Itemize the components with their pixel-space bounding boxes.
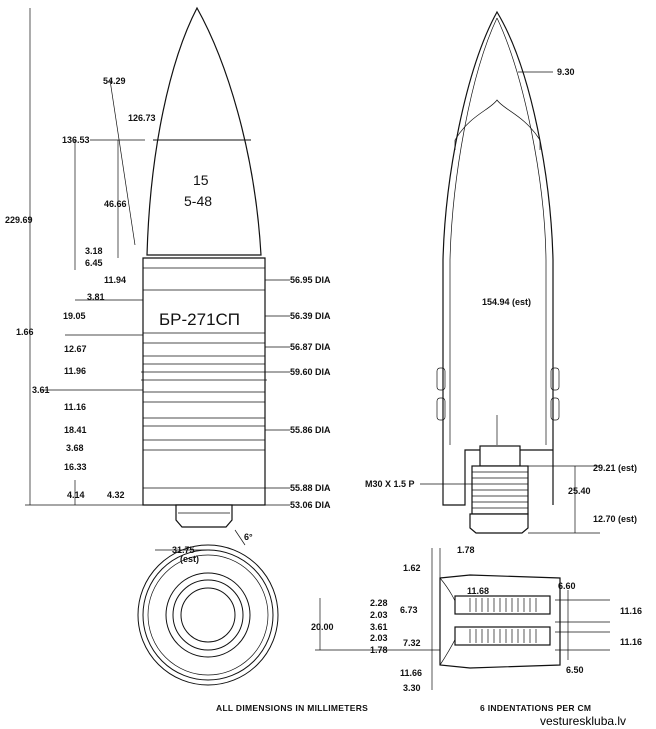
detail-11-16-bottom: 11.16 xyxy=(620,637,642,647)
thread-spec: M30 X 1.5 P xyxy=(365,479,415,489)
dim-4-32: 4.32 xyxy=(107,490,125,500)
detail-1-78-top: 1.78 xyxy=(457,545,475,555)
detail-6-60: 6.60 xyxy=(558,581,576,591)
dim-3-68: 3.68 xyxy=(66,443,84,453)
detail-3-30: 3.30 xyxy=(403,683,421,693)
dim-3-18: 3.18 xyxy=(85,246,103,256)
watermark: vestureskluba.lv xyxy=(540,714,626,728)
dim-11-16: 11.16 xyxy=(64,402,86,412)
dim-angle: 6° xyxy=(244,532,253,542)
dim-54-29: 54.29 xyxy=(103,76,126,86)
detail-2-03-b: 2.03 xyxy=(370,633,388,643)
driving-band-detail xyxy=(439,574,561,669)
dim-12-70: 12.70 (est) xyxy=(593,514,637,524)
dim-229-69: 229.69 xyxy=(5,215,33,225)
right-view-dimension-lines xyxy=(420,71,600,534)
detail-11-16-top: 11.16 xyxy=(620,606,642,616)
dim-126-73: 126.73 xyxy=(128,113,156,123)
detail-1-62: 1.62 xyxy=(403,563,421,573)
detail-2-28: 2.28 xyxy=(370,598,388,608)
detail-6-73: 6.73 xyxy=(400,605,418,615)
detail-20-00: 20.00 xyxy=(311,622,334,632)
marking-year: 5-48 xyxy=(184,193,212,209)
caption-indentations: 6 INDENTATIONS PER CM xyxy=(480,703,591,713)
dim-3-61: 3.61 xyxy=(32,385,50,395)
dia-56-39: 56.39 DIA xyxy=(290,311,331,321)
detail-1-78-bottom: 1.78 xyxy=(370,645,388,655)
dim-136-53: 136.53 xyxy=(62,135,90,145)
dim-46-66: 46.66 xyxy=(104,199,127,209)
detail-dimension-lines xyxy=(315,548,610,690)
dim-4-14: 4.14 xyxy=(67,490,85,500)
dim-18-41: 18.41 xyxy=(64,425,87,435)
dia-59-60: 59.60 DIA xyxy=(290,367,331,377)
projectile-side-view: 15 5-48 БР-271СП xyxy=(141,6,267,528)
detail-7-32: 7.32 xyxy=(403,638,421,648)
dim-3-81: 3.81 xyxy=(87,292,105,302)
detail-labels: 1.78 1.62 11.68 6.60 2.28 6.73 2.03 3.61… xyxy=(311,545,642,693)
dim-9-30: 9.30 xyxy=(557,67,575,77)
left-view-dimension-lines xyxy=(25,8,290,551)
dia-55-86: 55.86 DIA xyxy=(290,425,331,435)
dim-31-75: 31.75 xyxy=(172,545,195,555)
projectile-base-view xyxy=(137,544,279,686)
detail-3-61: 3.61 xyxy=(370,622,388,632)
dim-19-05: 19.05 xyxy=(63,311,86,321)
dia-56-87: 56.87 DIA xyxy=(290,342,331,352)
dim-est-note: (est) xyxy=(180,554,199,564)
dim-16-33: 16.33 xyxy=(64,462,87,472)
detail-11-66: 11.66 xyxy=(400,668,422,678)
dim-11-94: 11.94 xyxy=(104,275,126,285)
marking-lot: 15 xyxy=(193,172,209,188)
caption-dimensions: ALL DIMENSIONS IN MILLIMETERS xyxy=(216,703,368,713)
dia-55-88: 55.88 DIA xyxy=(290,483,331,493)
dia-53-06: 53.06 DIA xyxy=(290,500,331,510)
detail-2-03-a: 2.03 xyxy=(370,610,388,620)
dim-29-21: 29.21 (est) xyxy=(593,463,637,473)
dim-12-67: 12.67 xyxy=(64,344,87,354)
left-view-dimensions: 54.29 126.73 136.53 46.66 229.69 3.18 6.… xyxy=(5,76,331,564)
dim-11-96: 11.96 xyxy=(64,366,86,376)
dim-25-40: 25.40 xyxy=(568,486,591,496)
dia-56-95: 56.95 DIA xyxy=(290,275,331,285)
marking-type: БР-271СП xyxy=(159,310,240,329)
dim-6-45: 6.45 xyxy=(85,258,103,268)
detail-6-50: 6.50 xyxy=(566,665,584,675)
detail-11-68: 11.68 xyxy=(467,586,489,596)
projectile-section-view xyxy=(436,10,560,534)
dim-1-66: 1.66 xyxy=(16,327,34,337)
dim-154-94: 154.94 (est) xyxy=(482,297,531,307)
right-view-labels: 9.30 154.94 (est) M30 X 1.5 P 29.21 (est… xyxy=(365,67,637,524)
